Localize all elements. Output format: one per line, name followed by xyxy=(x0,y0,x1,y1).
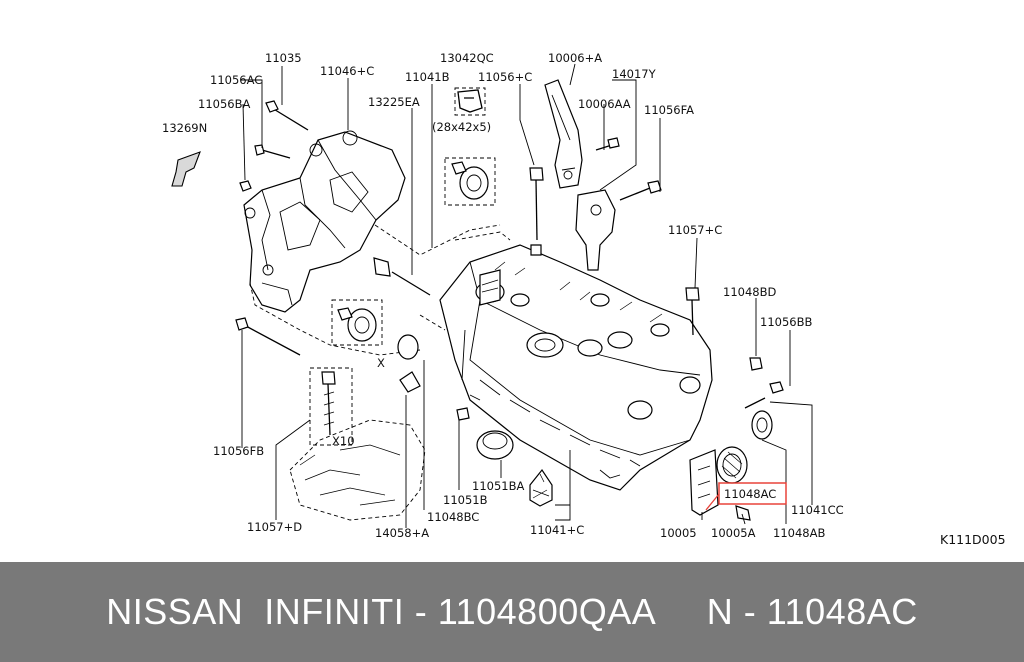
label-10005: 10005 xyxy=(660,526,697,540)
highlight-leader xyxy=(705,493,720,511)
engine-mount-bracket xyxy=(243,130,406,313)
label-11048ab: 11048AB xyxy=(773,526,825,540)
footer-part-number: NISSAN INFINITI - 1104800QAA N - 11048AC xyxy=(106,591,918,632)
nut-11048bd xyxy=(749,357,763,371)
seal-14058a xyxy=(397,334,421,393)
part-labels: 11035 11046+C 11056AC 11056BA 13269N 110… xyxy=(162,51,1006,547)
label-11048bd: 11048BD xyxy=(723,285,776,299)
parts-diagram: 11035 11046+C 11056AC 11056BA 13269N 110… xyxy=(162,51,1006,547)
plate-10005 xyxy=(689,449,719,516)
engine-block-sketch xyxy=(289,419,426,521)
label-10006aa: 10006AA xyxy=(578,97,631,111)
plug-11051ba xyxy=(476,430,514,460)
label-11051ba: 11051BA xyxy=(472,479,524,493)
label-11048bc: 11048BC xyxy=(427,510,479,524)
seal-13042qc xyxy=(457,89,483,113)
label-11041b: 11041B xyxy=(405,70,450,84)
dashed-x-line xyxy=(419,314,446,331)
parts-diagram-svg: 11035 11046+C 11056AC 11056BA 13269N 110… xyxy=(162,51,1006,547)
label-11041cc: 11041CC xyxy=(791,503,844,517)
cap-11048ab xyxy=(716,446,748,484)
gasket-13269n xyxy=(171,151,201,187)
label-13269n: 13269N xyxy=(162,121,207,135)
footer-bar: NISSAN INFINITI - 1104800QAA N - 11048AC xyxy=(0,562,1024,662)
label-13225ea: 13225EA xyxy=(368,95,420,109)
label-11056c: 11056+C xyxy=(478,70,532,84)
cylinder-head xyxy=(439,244,713,491)
label-14058a: 14058+A xyxy=(375,526,429,540)
label-14017y: 14017Y xyxy=(612,67,657,81)
label-11035: 11035 xyxy=(265,51,302,65)
oil-seal xyxy=(751,410,773,440)
label-11046c: 11046+C xyxy=(320,64,374,78)
bolt-10005a xyxy=(735,505,751,521)
label-11056fa: 11056FA xyxy=(644,103,694,117)
label-11056bb: 11056BB xyxy=(760,315,812,329)
timing-dashed xyxy=(454,231,511,241)
bolt-11057c xyxy=(685,287,700,336)
plug-11051b xyxy=(456,407,470,421)
label-11051b: 11051B xyxy=(443,493,488,507)
diagram-code: K111D005 xyxy=(940,532,1006,547)
bracket-bolts xyxy=(235,100,431,356)
pulley-upper xyxy=(444,157,496,206)
label-11056ac: 11056AC xyxy=(210,73,262,87)
label-11056ba: 11056BA xyxy=(198,97,250,111)
label-11057d: 11057+D xyxy=(247,520,302,534)
dashed-outline-mid xyxy=(374,224,501,256)
lever-10006a xyxy=(544,79,583,189)
bolt-11056c xyxy=(529,167,544,256)
label-13042qc: 13042QC xyxy=(440,51,494,65)
label-x: X xyxy=(377,356,385,370)
seal-box xyxy=(454,87,486,116)
label-11056fb: 11056FB xyxy=(213,444,264,458)
highlight-box xyxy=(718,482,787,505)
label-28x42x5: (28x42x5) xyxy=(432,120,491,134)
stud-11056bb xyxy=(744,381,784,409)
label-10006a: 10006+A xyxy=(548,51,602,65)
bolt-set-11057d xyxy=(309,367,353,446)
label-11048ac: 11048AC xyxy=(724,487,776,501)
label-10005a: 10005A xyxy=(711,526,756,540)
label-11041c: 11041+C xyxy=(530,523,584,537)
sensor-11041c xyxy=(529,468,553,507)
bracket-14017y xyxy=(575,137,662,271)
label-11057c: 11057+C xyxy=(668,223,722,237)
label-x10: X10 xyxy=(332,434,355,448)
pulley-lower xyxy=(331,299,383,346)
